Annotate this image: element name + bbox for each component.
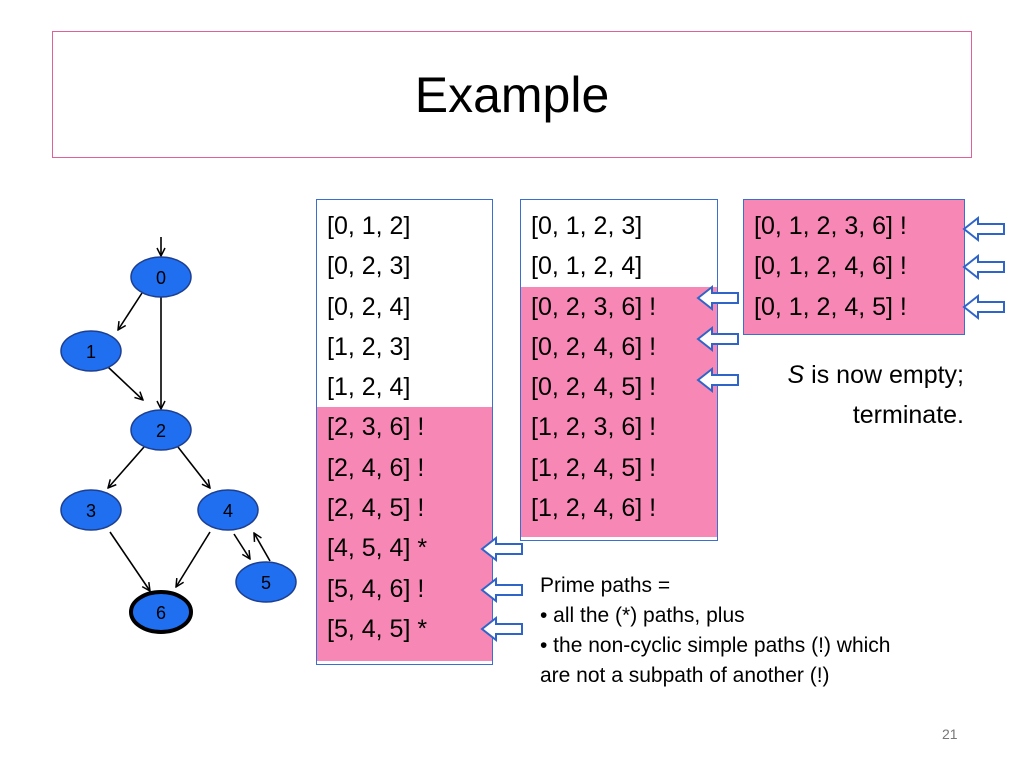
edge-2-3	[108, 446, 145, 488]
path-item: [4, 5, 4] *	[327, 534, 428, 563]
edge-4-6	[176, 531, 211, 587]
path-item: [1, 2, 4, 6] !	[531, 494, 657, 523]
left-arrow-icon	[481, 617, 523, 641]
prime-paths-note: Prime paths = • all the (*) paths, plus …	[540, 571, 890, 691]
path-item: [5, 4, 5] *	[327, 614, 428, 643]
edge-2-4	[177, 446, 210, 488]
note-line: Prime paths =	[540, 574, 671, 597]
empty-note-line1: is now empty;	[804, 361, 964, 389]
left-arrow-icon	[963, 217, 1005, 241]
path-item: [5, 4, 6] !	[327, 574, 425, 603]
note-line: • the non-cyclic simple paths (!) which	[540, 634, 891, 657]
path-item: [2, 4, 6] !	[327, 453, 425, 482]
left-arrow-icon	[963, 255, 1005, 279]
left-arrow-icon	[963, 295, 1005, 319]
edge-0-1	[118, 292, 143, 330]
title-box: Example	[52, 31, 972, 158]
edge-3-6	[109, 531, 150, 591]
path-list-1: [0, 1, 2] [0, 2, 3] [0, 2, 4] [1, 2, 3] …	[316, 199, 493, 665]
path-item: [2, 3, 6] !	[327, 413, 425, 442]
path-item: [0, 2, 4, 5] !	[531, 373, 657, 402]
highlighted-paths: [0, 2, 3, 6] ! [0, 2, 4, 6] ! [0, 2, 4, …	[521, 286, 717, 537]
page-number: 21	[942, 726, 958, 742]
graph-node-1	[60, 330, 122, 372]
note-line: are not a subpath of another (!)	[540, 664, 830, 687]
left-arrow-icon	[481, 537, 523, 561]
path-item: [0, 1, 2, 3, 6] !	[754, 212, 907, 240]
node-label-3: 3	[86, 501, 96, 521]
empty-note-line2: terminate.	[852, 401, 964, 429]
path-item: [0, 2, 4, 6] !	[531, 332, 657, 361]
set-symbol: S	[787, 361, 805, 389]
edge-1-2	[107, 366, 143, 400]
graph-node-5	[235, 561, 297, 603]
path-item: [0, 1, 2, 3]	[531, 212, 643, 240]
path-item: [0, 1, 2, 4]	[531, 252, 643, 281]
node-label-4: 4	[223, 501, 233, 521]
edge-5-4	[254, 533, 271, 562]
path-item: [0, 1, 2, 4, 6] !	[754, 252, 907, 281]
graph-node-2	[130, 409, 192, 451]
path-item: [0, 2, 3]	[327, 252, 411, 281]
node-label-5: 5	[261, 573, 271, 593]
node-label-2: 2	[156, 421, 166, 441]
highlighted-paths: [2, 3, 6] ! [2, 4, 6] ! [2, 4, 5] ! [4, …	[317, 407, 492, 662]
path-item: [2, 4, 5] !	[327, 494, 425, 523]
termination-note: S is now empty; terminate.	[700, 355, 964, 435]
left-arrow-icon	[481, 578, 523, 602]
graph-node-4	[197, 489, 259, 531]
node-label-0: 0	[156, 268, 166, 288]
graph-node-3	[60, 489, 122, 531]
node-label-6: 6	[156, 603, 166, 623]
path-list-3: [0, 1, 2, 3, 6] ! [0, 1, 2, 4, 6] ! [0, …	[743, 199, 965, 335]
left-arrow-icon	[697, 286, 739, 310]
path-item: [1, 2, 3]	[327, 332, 411, 361]
note-line: • all the (*) paths, plus	[540, 604, 745, 627]
graph-node-0	[130, 256, 192, 298]
path-item: [0, 1, 2]	[327, 212, 411, 240]
path-item: [0, 1, 2, 4, 5] !	[754, 292, 907, 321]
path-item: [1, 2, 3, 6] !	[531, 413, 657, 442]
slide-title: Example	[414, 66, 610, 123]
edge-4-5	[233, 533, 250, 559]
left-arrow-icon	[697, 327, 739, 351]
path-item: [0, 2, 4]	[327, 292, 411, 321]
path-item: [0, 2, 3, 6] !	[531, 292, 657, 321]
path-item: [1, 2, 4, 5] !	[531, 453, 657, 482]
graph-node-6	[129, 590, 193, 634]
node-label-1: 1	[86, 342, 96, 362]
path-list-2: [0, 1, 2, 3] [0, 1, 2, 4] [0, 2, 3, 6] !…	[520, 199, 718, 541]
path-item: [1, 2, 4]	[327, 373, 411, 402]
